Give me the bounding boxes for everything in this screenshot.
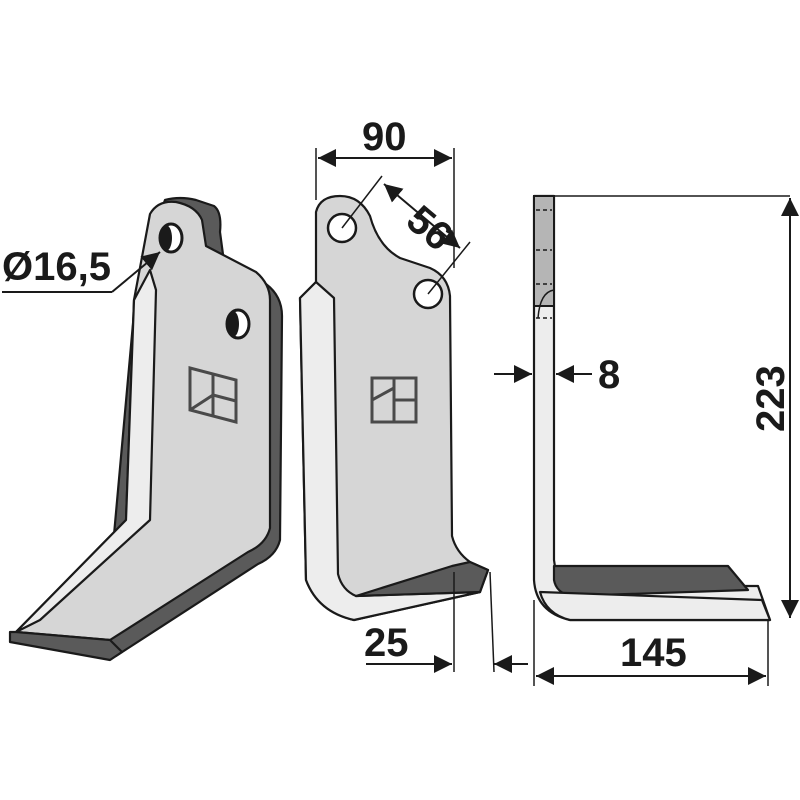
blade-side-foot-light — [538, 590, 772, 622]
blade-front-cutting-edge — [354, 560, 490, 598]
logo-mark — [370, 376, 418, 424]
offset-label: 25 — [364, 621, 409, 665]
width-label: 90 — [362, 115, 407, 159]
hole-diameter-label: Ø16,5 — [2, 245, 111, 289]
blade-side-profile — [532, 194, 772, 622]
height-label: 223 — [749, 365, 793, 432]
hole-spacing-label: 56 — [398, 197, 460, 259]
blade-cutting-edge — [8, 630, 124, 662]
blade-bevel — [14, 268, 158, 634]
logo-mark — [188, 366, 238, 424]
foot-length-label: 145 — [620, 631, 687, 675]
blade-perspective-view: Ø16,5 — [2, 196, 284, 662]
blade-side-foot-dark — [552, 564, 750, 598]
blade-side-view: 223 145 8 — [494, 194, 799, 686]
thickness-label: 8 — [598, 353, 620, 397]
blade-front-view: 90 56 25 — [298, 115, 528, 673]
blade-side-top — [533, 195, 555, 307]
